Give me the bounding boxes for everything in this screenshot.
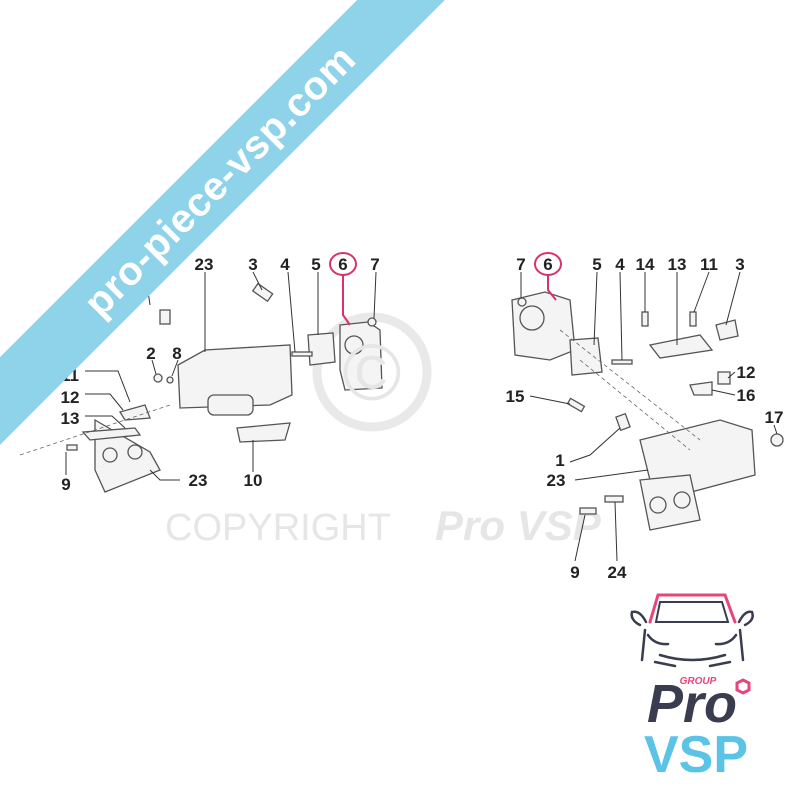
callout-11: 11	[700, 255, 718, 274]
left-callouts: 23 3 4 5 6 7 2 8 11 12 13 9 23 10	[61, 252, 380, 494]
callout-1: 1	[555, 451, 564, 470]
callout-23b: 23	[189, 471, 208, 490]
callout-5: 5	[311, 255, 320, 274]
callout-12: 12	[61, 388, 80, 407]
left-parts	[19, 269, 383, 493]
callout-13: 13	[668, 255, 687, 274]
callout-17: 17	[765, 408, 784, 427]
callout-8: 8	[172, 344, 181, 363]
callout-9: 9	[61, 475, 70, 494]
callout-23: 23	[547, 471, 566, 490]
callout-3: 3	[248, 255, 257, 274]
callout-6: 6	[543, 255, 552, 274]
gasket-5	[307, 332, 336, 366]
callout-23: 23	[195, 255, 214, 274]
copyright-text: COPYRIGHT	[165, 507, 391, 549]
right-parts	[511, 271, 784, 562]
copyright-brand: Pro VSP	[435, 502, 602, 549]
callout-4: 4	[280, 255, 290, 274]
callout-4: 4	[615, 255, 625, 274]
highlight-circle	[534, 252, 562, 276]
callout-6: 6	[338, 255, 347, 274]
callout-15: 15	[506, 387, 525, 406]
copyright-symbol: ©	[343, 328, 402, 417]
gasket-5	[569, 337, 603, 376]
callout-5: 5	[592, 255, 601, 274]
highlight-circle	[329, 252, 357, 276]
callout-10: 10	[244, 471, 263, 490]
copyright-watermark: COPYRIGHT Pro VSP	[165, 312, 602, 549]
callout-7: 7	[516, 255, 525, 274]
callout-3: 3	[735, 255, 744, 274]
callout-12: 12	[737, 363, 756, 382]
logo-group-text: GROUP	[680, 676, 717, 687]
hex-nut-icon	[735, 678, 751, 695]
callout-9: 9	[570, 563, 579, 582]
callout-2: 2	[146, 344, 155, 363]
callout-7: 7	[370, 255, 379, 274]
logo-pro-text: Pro	[647, 674, 737, 734]
logo-vsp-text: VSP	[644, 726, 748, 780]
provsp-logo: GROUP Pro VSP	[630, 593, 754, 780]
callout-14: 14	[636, 255, 655, 274]
copyright-circle	[312, 312, 432, 432]
gasket-10	[236, 422, 291, 443]
callout-16: 16	[737, 386, 756, 405]
callout-24: 24	[608, 563, 627, 582]
callout-13: 13	[61, 409, 80, 428]
right-callouts: 7 6 5 4 14 13 11 3 12 16 15 17 1 23 9 24	[506, 252, 784, 582]
bracket-13	[648, 334, 714, 359]
car-icon	[630, 593, 754, 668]
